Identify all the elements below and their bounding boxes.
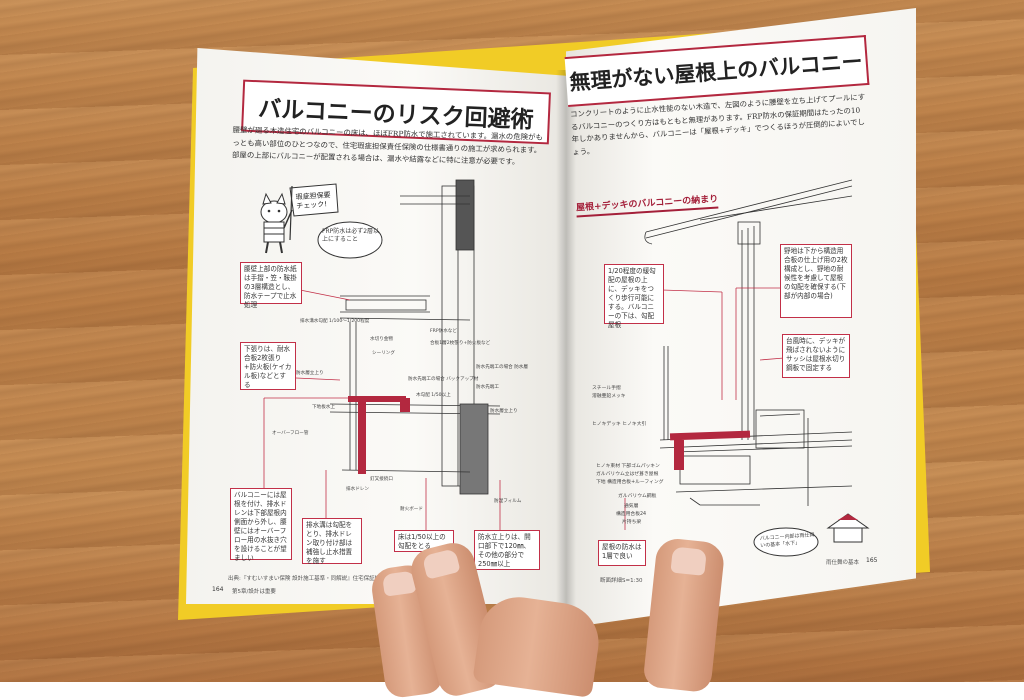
left-label-5: 防水先端工の場合 防水層 — [476, 365, 528, 370]
left-label-2: シーリング — [372, 351, 395, 356]
right-running-head: 雨仕舞の基本 — [826, 560, 860, 566]
left-label-4: 合板1層2枚張り+防火板など — [430, 341, 491, 346]
right-label-3: ヒノキ束材 下部ゴムパッキン — [596, 464, 660, 469]
book-gutter — [556, 70, 576, 630]
right-label-6: ガルバリウム鋼板 — [618, 494, 657, 499]
right-scale-label: 断面詳細S=1:30 — [600, 578, 643, 584]
right-label-1: 溶融亜鉛メッキ — [592, 394, 626, 399]
right-page-number: 165 — [866, 557, 878, 564]
right-label-5: 下地 構造用合板+ルーフィング — [596, 480, 664, 485]
left-label-11: 排水ドレン — [346, 487, 369, 492]
left-label-14: 防水先端工 — [476, 385, 499, 390]
roof-mascot-illustration — [826, 513, 870, 543]
left-bubble-text: FRP防水は必ず2層以上にすること — [322, 228, 380, 243]
left-page-number: 164 — [212, 586, 224, 593]
right-label-2: ヒノキデッキ ヒノキ大引 — [592, 422, 647, 427]
right-note-sheathing: 野地は下から構造用合板の仕上げ用の2枚構成とし、野地の耐候性を考慮して屋根の勾配… — [780, 244, 852, 318]
left-note-roof: バルコニーには屋根を付け、排水ドレンは下部屋根内側面から外し、腰壁にはオーバーフ… — [230, 488, 292, 562]
left-note-upturn: 防水立上りは、開口部下で120㎜、その他の部分で250㎜以上 — [474, 530, 540, 570]
left-label-7: 木勾配 1/50以上 — [416, 393, 451, 398]
right-label-0: スチール手摺 — [592, 386, 621, 391]
left-footer-source: 出典:『すむいすまい保険 設計施工基準・同解説』住宅保証機構 — [228, 576, 386, 582]
left-label-12: 防水層立上り — [296, 371, 324, 376]
left-note-drain: 排水溝は勾配をとり、排水ドレン取り付け部は補強し止水措置を施す — [302, 518, 362, 565]
left-label-15: 防湿フィルム — [494, 499, 522, 504]
left-label-6: 防水先端工の場合 バックアップ材 — [408, 377, 479, 382]
right-label-4: ガルバリウム立はぜ葺き屋根 — [596, 472, 659, 477]
left-label-3: FRP防水など — [430, 329, 457, 334]
left-note-parapet: 腰壁上部の防水紙は手摺・笠・鞍掛の3層構造とし、防水テープで止水処理 — [240, 262, 302, 309]
left-label-1: 水切り金物 — [370, 337, 393, 342]
right-label-7: 通気層 — [624, 504, 639, 509]
left-label-0: 排水溝水勾配 1/100〜1/200程度 — [300, 319, 370, 324]
left-label-13: 耐火ボード — [400, 507, 423, 512]
cat-mascot-illustration — [260, 192, 293, 254]
left-note-underlay: 下張りは、耐水合板2枚張り+防火板(ケイカル板)などとする — [240, 342, 296, 390]
left-label-16: 防水層立上り — [490, 409, 518, 414]
mascot-sign-text: 瑕疵担保要チェック! — [295, 190, 331, 211]
right-note-typhoon: 台風時に、デッキが飛ばされないようにサッシは屋根水切り鋼板で固定する — [782, 334, 850, 378]
right-label-8: 構造用合板24 — [616, 512, 647, 517]
right-note-slope-roof: 1/20程度の緩勾配の屋根の上に、デッキをつくり歩行可能にする。バルコニーの下は… — [604, 264, 664, 329]
right-label-9: 片持ち梁 — [622, 520, 642, 525]
left-label-8: 下地板水上 — [312, 405, 335, 410]
right-note-waterproof: 屋根の防水は1層で良い — [598, 540, 646, 566]
left-chapter-label: 第5章/設計は重要 — [232, 589, 276, 595]
left-label-9: オーバーフロー管 — [272, 431, 309, 436]
construction-diagrams — [260, 179, 870, 557]
left-label-10: 釘又接続口 — [370, 477, 393, 482]
